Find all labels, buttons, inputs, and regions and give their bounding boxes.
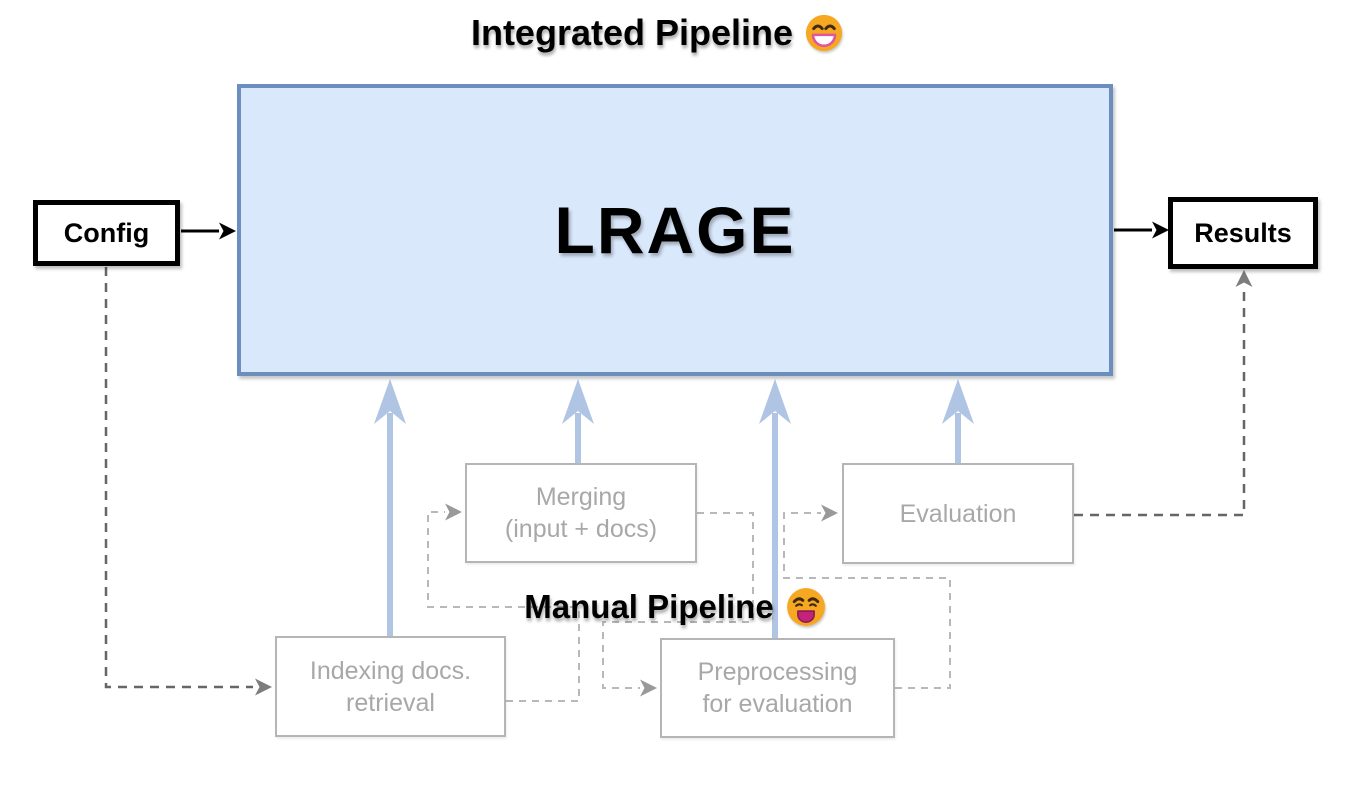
manual-pipeline-title-text: Manual Pipeline <box>524 588 774 625</box>
evaluation-box: Evaluation <box>842 463 1074 564</box>
arrowhead-into-preprocessing <box>640 679 657 697</box>
evaluation-label: Evaluation <box>899 499 1017 528</box>
blue-arrowhead-4 <box>942 379 974 424</box>
arrowhead-lrage-to-results <box>1152 221 1169 239</box>
indexing-label-line1: Indexing docs. <box>309 656 472 685</box>
config-label: Config <box>63 217 150 248</box>
preprocessing-label-line2: for evaluation <box>702 690 853 718</box>
integrated-pipeline-title: Integrated Pipeline <box>258 6 1058 60</box>
dashed-connector-config-to-indexing <box>104 267 253 689</box>
blue-arrowhead-3 <box>759 379 791 424</box>
arrowhead-into-evaluation <box>821 504 838 522</box>
arrowhead-into-lrage <box>219 222 236 240</box>
merging-box: Merging (input + docs) <box>465 463 697 563</box>
config-box: Config <box>33 200 180 266</box>
results-box: Results <box>1168 197 1318 269</box>
arrowhead-into-indexing <box>255 678 272 696</box>
blue-arrowhead-2 <box>562 379 594 424</box>
merging-label-line2: (input + docs) <box>504 515 658 543</box>
arrowhead-into-merging <box>445 503 462 521</box>
preprocessing-box: Preprocessing for evaluation <box>660 638 895 738</box>
arrowhead-into-results <box>1235 270 1253 287</box>
weary-face-emoji <box>786 588 825 626</box>
preprocessing-label-line1: Preprocessing <box>697 658 858 686</box>
merging-label-line1: Merging <box>535 483 627 511</box>
integrated-pipeline-title-text: Integrated Pipeline <box>470 12 794 53</box>
lrage-box: LRAGE <box>237 84 1113 376</box>
results-label: Results <box>1194 217 1292 248</box>
blue-arrowhead-1 <box>374 379 406 424</box>
grinning-face-emoji <box>805 14 843 52</box>
indexing-label-line2: retrieval <box>346 688 435 717</box>
manual-pipeline-title: Manual Pipeline <box>396 580 956 634</box>
indexing-retrieval-box: Indexing docs. retrieval <box>275 636 506 737</box>
lrage-label: LRAGE <box>554 193 796 267</box>
